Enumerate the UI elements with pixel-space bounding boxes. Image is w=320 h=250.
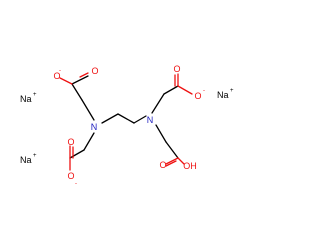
bond-ch2-c-up — [71, 83, 83, 101]
bond-n2-ch2-up — [151, 93, 165, 114]
molecule-drawing: N N O O - O O - O O - O OH Na + Na + Na … — [20, 64, 234, 187]
bond-n1-ch2-down — [83, 132, 95, 151]
bond-c-o-up-single — [59, 77, 73, 85]
structure-diagram: N N O O - O O - O O - O OH Na + Na + Na … — [20, 64, 234, 187]
bond-n2-ch2-down — [155, 124, 167, 143]
bond-n1-c-bridge — [101, 113, 119, 124]
sodium-symbol: Na — [217, 90, 229, 100]
atom-o-bottom-right-double: O — [159, 160, 166, 170]
charge-o-top-right: - — [203, 88, 205, 94]
sodium-ion-left-bottom: Na + — [20, 153, 37, 165]
atom-o-top-right-double: O — [173, 64, 180, 74]
atom-o-hydroxyl: OH — [183, 161, 197, 171]
sodium-charge: + — [33, 153, 37, 159]
sodium-ion-left-top: Na + — [20, 92, 37, 104]
bond-ch2-c-down — [69, 149, 85, 159]
bond-c-oh — [177, 157, 185, 165]
atom-o-top-double: O — [91, 66, 98, 76]
bond-c-o-down-r-dbl-a — [165, 157, 179, 165]
sodium-charge: + — [230, 88, 234, 94]
bond-c-o-down-r-dbl-b — [165, 160, 177, 167]
atom-o-bottom-left-double: O — [67, 137, 74, 147]
bond-bridge-cc — [117, 113, 135, 124]
bond-c-o-up-r-single — [177, 85, 193, 95]
bond-c-o-up-dbl-a — [71, 75, 89, 85]
bond-ch2-c-down-r — [165, 141, 179, 159]
bond-ch2-c-up-r — [163, 85, 179, 95]
atom-n2: N — [147, 115, 154, 125]
charge-o-top: - — [59, 68, 61, 74]
atom-o-top-anion: O — [53, 71, 60, 81]
sodium-charge: + — [33, 92, 37, 98]
sodium-ion-right: Na + — [217, 88, 234, 100]
bond-c-o-up-dbl-b — [79, 72, 89, 78]
atom-o-bottom-left-anion: O — [67, 171, 74, 181]
atom-o-top-right-anion: O — [194, 91, 201, 101]
atom-n1: N — [91, 122, 98, 132]
bond-bridge-n2 — [133, 115, 147, 124]
bond-n1-ch2-up — [81, 99, 95, 121]
sodium-symbol: Na — [20, 155, 32, 165]
sodium-symbol: Na — [20, 94, 32, 104]
charge-o-bottom-left: - — [75, 181, 77, 187]
